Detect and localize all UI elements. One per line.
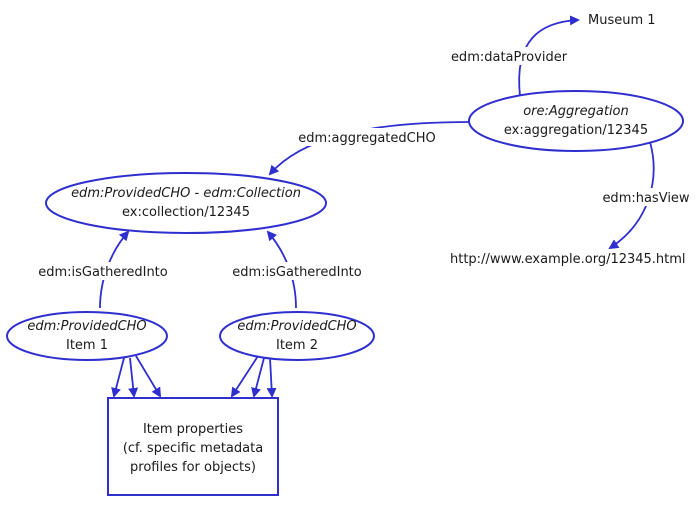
museum-label: Museum 1 <box>588 13 656 28</box>
item1-id: Item 1 <box>66 338 108 353</box>
node-aggregation <box>468 90 684 152</box>
label-has-view: edm:hasView <box>602 191 689 206</box>
aggregation-type: ore:Aggregation <box>523 104 629 119</box>
item2-id: Item 2 <box>276 338 318 353</box>
edge-item2-property-2 <box>251 357 265 398</box>
properties-line-2: (cf. specific metadata <box>123 441 263 456</box>
edge-item1-property-1 <box>111 357 125 398</box>
edge-item1-property-2 <box>128 357 139 398</box>
node-item1 <box>6 311 168 361</box>
label-data-provider: edm:dataProvider <box>451 50 568 65</box>
edge-data-provider <box>518 15 580 97</box>
collection-type: edm:ProvidedCHO - edm:Collection <box>71 186 301 201</box>
node-item2 <box>219 311 375 361</box>
edge-item1-property-3 <box>135 355 162 398</box>
item2-type: edm:ProvidedCHO <box>237 319 356 334</box>
label-gathered-into-2: edm:isGatheredInto <box>232 265 362 280</box>
properties-line-1: Item properties <box>143 422 243 437</box>
edge-item2-property-3 <box>266 357 277 398</box>
collection-id: ex:collection/12345 <box>122 205 250 220</box>
item1-type: edm:ProvidedCHO <box>27 319 146 334</box>
webpage-label: http://www.example.org/12345.html <box>450 252 686 267</box>
aggregation-id: ex:aggregation/12345 <box>504 123 648 138</box>
label-aggregated-cho: edm:aggregatedCHO <box>298 131 435 146</box>
node-collection <box>45 172 327 234</box>
node-properties <box>107 397 279 496</box>
edge-item2-property-1 <box>230 355 259 398</box>
label-gathered-into-1: edm:isGatheredInto <box>38 265 168 280</box>
properties-line-3: profiles for objects) <box>130 460 256 475</box>
